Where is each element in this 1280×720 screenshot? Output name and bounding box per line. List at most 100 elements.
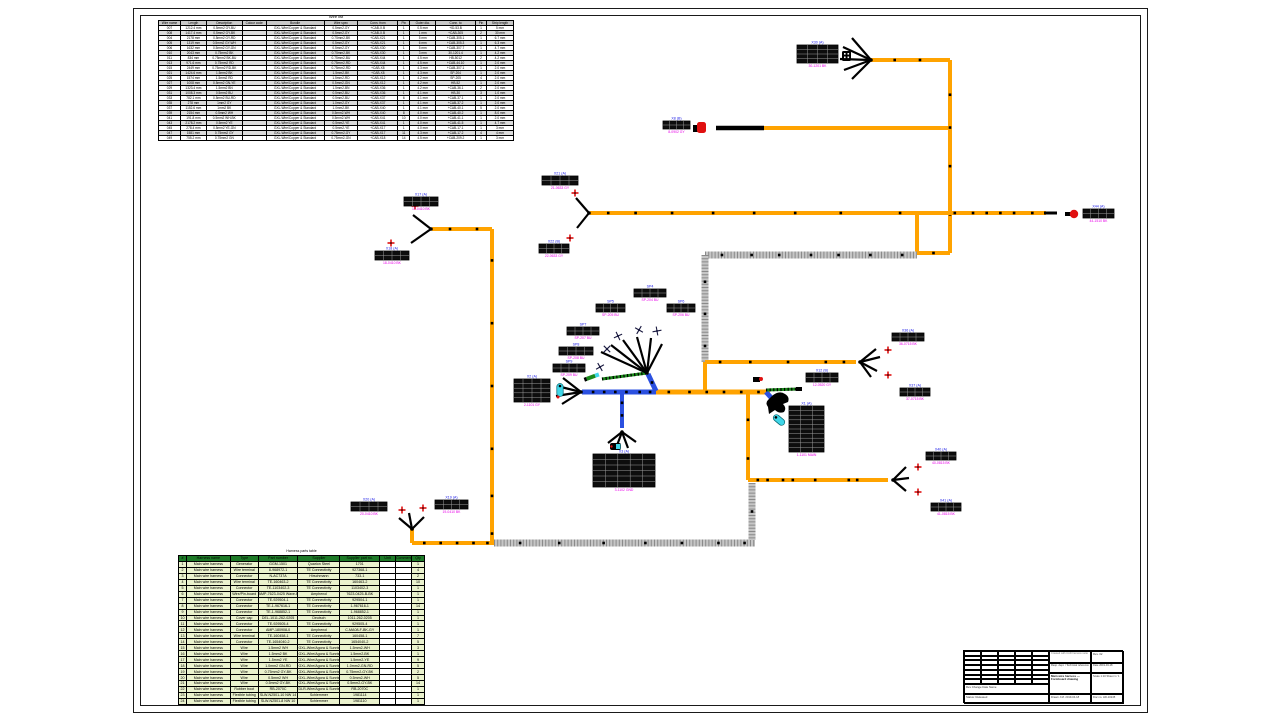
clip-dot xyxy=(439,541,442,545)
clip-dot xyxy=(602,390,606,394)
breakout-fan-line xyxy=(843,58,872,72)
clip-dot xyxy=(750,510,754,513)
clip-dot xyxy=(703,280,707,284)
clip-dot xyxy=(703,344,707,348)
breakout-node xyxy=(587,211,591,215)
breakout-fan-line xyxy=(600,350,648,375)
connector-part-label: 41-0815 BK xyxy=(937,512,956,516)
splice-center xyxy=(598,365,602,369)
table-cell: GXL-Wire/Copper & Standard xyxy=(265,135,325,141)
breakout-fan-line xyxy=(892,476,910,482)
table-cell xyxy=(395,697,412,706)
capsule-pin xyxy=(558,384,562,388)
end-connector-icon xyxy=(1065,212,1071,216)
clip-dot xyxy=(718,360,722,364)
sleeve-ticks xyxy=(601,371,648,381)
revision-grid-cell xyxy=(964,655,981,661)
connector-part-label: 3-1102 GND xyxy=(615,488,634,492)
breakout-node xyxy=(620,430,624,434)
clip-dot xyxy=(809,253,813,257)
connector-part-label: 19-0410 BK xyxy=(443,510,462,514)
breakout-fan-line xyxy=(859,361,872,378)
clip-dot xyxy=(490,321,494,325)
breakout-node xyxy=(410,527,414,531)
connector-part-label: SP-204 BU xyxy=(642,298,660,302)
clip-dot xyxy=(606,211,610,215)
splice-center xyxy=(655,329,659,333)
clip-dot xyxy=(1012,211,1016,215)
revision-grid-cell xyxy=(964,669,981,675)
clip-dot xyxy=(948,93,952,97)
clip-dot xyxy=(650,381,654,384)
clip-dot xyxy=(756,478,760,482)
title-block-cell: Doc no. HD-10245 xyxy=(1091,694,1124,704)
connector-ref-label: SP5 xyxy=(607,300,614,304)
breakout-node xyxy=(891,478,895,482)
splice-center xyxy=(605,347,609,351)
revision-grid-cell xyxy=(1015,669,1032,675)
revision-grid-cell xyxy=(998,651,1015,656)
inline-connector-icon xyxy=(842,51,851,61)
inline-splice-icon xyxy=(583,372,600,382)
connector-part-label: SP-205 BU xyxy=(602,313,620,317)
clip-dot xyxy=(837,253,840,257)
title-block-cell: Scale 1:10 Sheet 1 / 1 xyxy=(1091,673,1124,694)
clip-dot xyxy=(634,211,637,215)
revision-grid-cell xyxy=(998,660,1015,666)
clip-dot xyxy=(455,541,459,545)
clip-dot xyxy=(703,312,707,316)
connector-part-label: 30-1201 BK xyxy=(809,64,828,68)
clip-dot xyxy=(781,478,785,482)
table-cell: 3 mm xyxy=(485,135,515,141)
capsule-body xyxy=(556,383,564,397)
clip-dot xyxy=(971,211,975,215)
revision-grid-cell xyxy=(1015,679,1032,684)
table-cell: SLW-N2501-8 NW 10 xyxy=(257,697,299,706)
clip-dot xyxy=(688,390,691,394)
connector-part-label: 2-1101 GY xyxy=(524,403,541,407)
connector-part-label: SP-206 BU xyxy=(673,313,691,317)
connector-ref-label: X18 (A) xyxy=(386,247,398,251)
clip-dot xyxy=(667,390,671,394)
clip-dot xyxy=(869,253,872,257)
capsule-body xyxy=(772,414,786,426)
revision-grid-cell xyxy=(1032,679,1049,684)
connector-pin xyxy=(844,56,846,59)
table-cell: 049 xyxy=(158,135,181,141)
splice-tip xyxy=(594,372,600,378)
clip-dot xyxy=(847,478,851,482)
breakout-fan-line xyxy=(892,466,907,481)
connector-part-label: 36-0715 BK xyxy=(899,342,918,346)
revision-grid-cell xyxy=(1015,665,1032,670)
clip-dot xyxy=(893,58,896,62)
revision-grid-cell xyxy=(981,651,998,656)
breakout-fan-line xyxy=(892,479,907,492)
connector-part-label: 44-1510 BK xyxy=(1090,219,1109,223)
revision-grid-cell xyxy=(1015,660,1032,666)
small-terminal-icon xyxy=(759,377,763,381)
revision-grid-cell xyxy=(1032,655,1049,661)
clip-dot xyxy=(750,253,753,257)
revision-grid-cell xyxy=(964,651,981,656)
clip-dot xyxy=(486,541,489,545)
clip-dot xyxy=(757,390,760,394)
breakout-fan-line xyxy=(859,355,881,364)
breakout-fan-line xyxy=(622,339,648,374)
revision-grid-cell xyxy=(964,674,981,680)
title-block-cell: Drawn J.M. 2019-04-18 xyxy=(1049,694,1091,704)
clip-dot xyxy=(625,390,628,394)
